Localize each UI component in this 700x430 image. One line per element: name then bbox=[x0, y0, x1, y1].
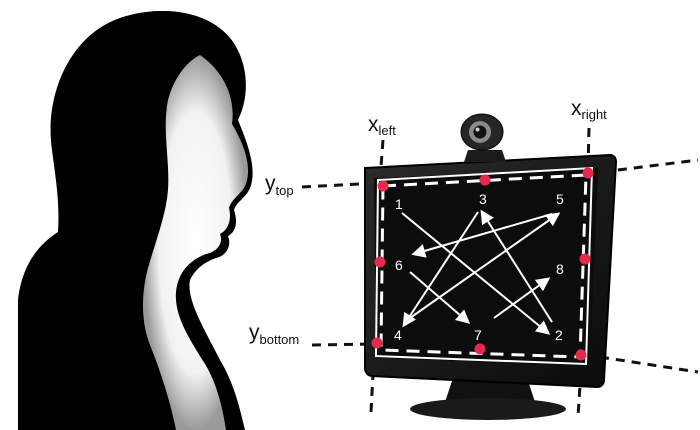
calibration-dot-top-center bbox=[480, 175, 491, 186]
calibration-number-8: 8 bbox=[556, 261, 564, 277]
calibration-number-4: 4 bbox=[394, 327, 402, 343]
calibration-dot-top-right bbox=[583, 168, 594, 179]
monitor bbox=[365, 155, 616, 420]
calibration-dot-bottom-left bbox=[372, 338, 383, 349]
label-x-left-sub: left bbox=[379, 123, 397, 138]
webcam bbox=[461, 114, 506, 162]
webcam-lens bbox=[474, 126, 487, 139]
calibration-dot-middle-right bbox=[580, 254, 591, 265]
y-bottom-guide-right bbox=[600, 357, 698, 372]
calibration-number-6: 6 bbox=[395, 257, 403, 273]
calibration-number-7: 7 bbox=[474, 327, 482, 343]
label-y-bottom: ybottom bbox=[249, 321, 299, 347]
y-bottom-guide-left bbox=[312, 344, 372, 345]
calibration-number-3: 3 bbox=[479, 191, 487, 207]
label-y-bottom-main: y bbox=[249, 321, 260, 344]
label-y-top-main: y bbox=[265, 172, 276, 195]
calibration-dot-top-left bbox=[378, 181, 389, 192]
person-silhouette bbox=[18, 11, 253, 430]
calibration-dot-bottom-right bbox=[576, 350, 587, 361]
label-y-bottom-sub: bottom bbox=[260, 332, 300, 347]
monitor-stand-base bbox=[410, 398, 566, 420]
label-y-top: ytop bbox=[265, 172, 294, 198]
label-x-right: xright bbox=[571, 97, 607, 122]
label-x-right-sub: right bbox=[582, 107, 608, 122]
calibration-number-1: 1 bbox=[395, 196, 403, 212]
webcam-lens-glint bbox=[476, 128, 480, 132]
label-x-right-main: x bbox=[571, 97, 582, 120]
calibration-number-2: 2 bbox=[555, 327, 563, 343]
webcam-clip bbox=[464, 150, 506, 162]
calibration-dot-bottom-center bbox=[475, 344, 486, 355]
calibration-dot-middle-left bbox=[375, 257, 386, 268]
label-x-left: xleft bbox=[368, 113, 396, 138]
label-y-top-sub: top bbox=[276, 183, 294, 198]
calibration-number-5: 5 bbox=[556, 191, 564, 207]
label-x-left-main: x bbox=[368, 113, 379, 136]
